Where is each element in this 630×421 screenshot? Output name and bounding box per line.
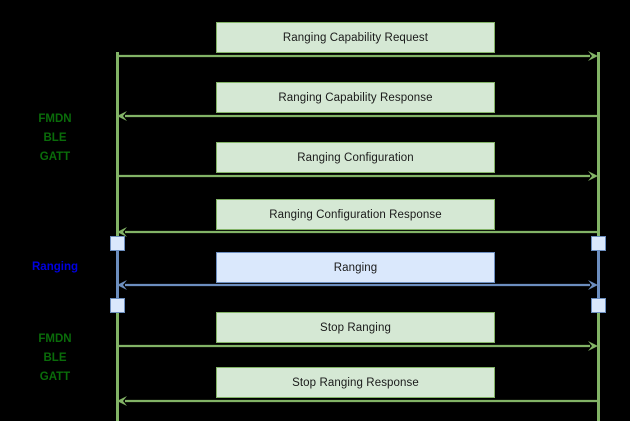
side-label-line: BLE xyxy=(43,132,67,144)
side-label-line: FMDN xyxy=(38,113,72,125)
message-label: Ranging Configuration Response xyxy=(269,208,442,221)
side-label-fmdn-ble-gatt-bottom: FMDN BLE GATT xyxy=(0,330,110,387)
side-label-line: GATT xyxy=(39,151,71,163)
right-activation-handle-end[interactable] xyxy=(591,298,606,313)
message-box-ranging-capability-request[interactable]: Ranging Capability Request xyxy=(216,22,495,53)
message-box-stop-ranging[interactable]: Stop Ranging xyxy=(216,312,495,343)
left-activation-handle-end[interactable] xyxy=(110,298,125,313)
message-label: Stop Ranging xyxy=(320,321,391,334)
message-label: Ranging Configuration xyxy=(297,151,414,164)
message-label: Ranging xyxy=(333,261,378,274)
message-box-ranging-configuration[interactable]: Ranging Configuration xyxy=(216,142,495,173)
side-label-line: GATT xyxy=(39,371,71,383)
right-activation-handle-start[interactable] xyxy=(591,236,606,251)
message-label: Stop Ranging Response xyxy=(292,376,419,389)
message-box-ranging-capability-response[interactable]: Ranging Capability Response xyxy=(216,82,495,113)
side-label-fmdn-ble-gatt-top: FMDN BLE GATT xyxy=(0,110,110,167)
side-label-line: BLE xyxy=(43,352,67,364)
message-label: Ranging Capability Request xyxy=(282,31,429,44)
left-activation xyxy=(116,243,119,305)
message-box-ranging-configuration-response[interactable]: Ranging Configuration Response xyxy=(216,199,495,230)
left-activation-handle-start[interactable] xyxy=(110,236,125,251)
message-box-ranging[interactable]: Ranging xyxy=(216,252,495,283)
side-label-ranging-phase: Ranging xyxy=(0,258,110,277)
right-activation xyxy=(597,243,600,305)
side-label-line: FMDN xyxy=(38,333,72,345)
side-label-line: Ranging xyxy=(32,261,78,273)
message-box-stop-ranging-response[interactable]: Stop Ranging Response xyxy=(216,367,495,398)
message-label: Ranging Capability Response xyxy=(278,91,433,104)
